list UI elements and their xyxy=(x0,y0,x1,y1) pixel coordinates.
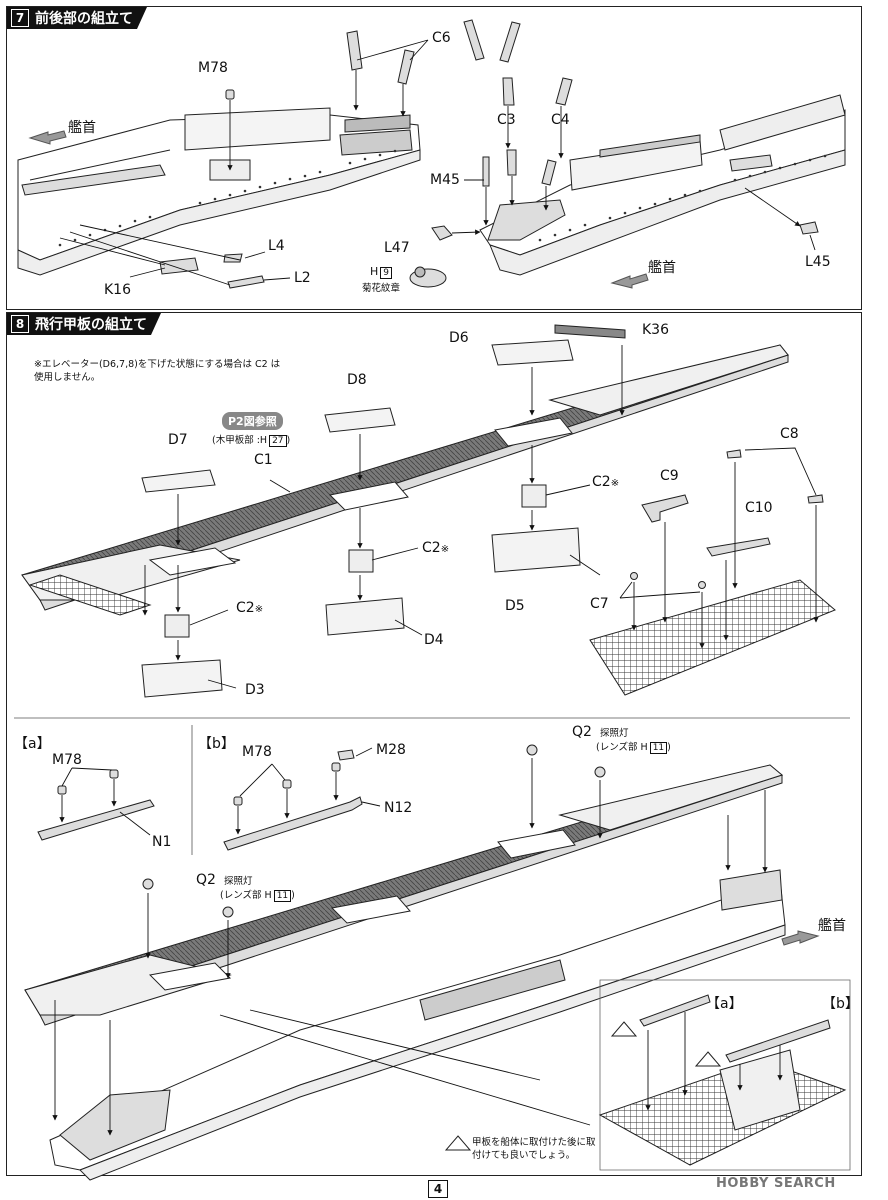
label-bow-left: 艦首 xyxy=(68,120,96,136)
completed-leaders xyxy=(52,758,768,1136)
page-number: 4 xyxy=(428,1180,448,1198)
step7-title: 前後部の組立て xyxy=(35,11,133,27)
aircraft-crane-parts xyxy=(589,449,836,696)
label-c9: C9 xyxy=(660,468,679,484)
label-d7: D7 xyxy=(168,432,188,448)
hull-portholes-aft xyxy=(58,149,397,247)
sub-a-tag: 【a】 xyxy=(14,736,51,752)
label-l45: L45 xyxy=(805,254,831,270)
elevator-parts xyxy=(141,339,581,698)
label-l4: L4 xyxy=(268,238,285,254)
label-c3: C3 xyxy=(497,112,516,128)
searchlight-top: 探照灯 xyxy=(600,728,629,739)
wood-deck-paren: ) xyxy=(286,435,291,446)
inset-a-tag: 【a】 xyxy=(706,996,743,1012)
bow-arrow-right xyxy=(610,273,649,289)
caution-note: 甲板を船体に取付けた後に取付けても良いでしょう。 xyxy=(472,1137,596,1161)
label-c7: C7 xyxy=(590,596,609,612)
sub-b-m78: M78 xyxy=(242,744,272,760)
step7-aft-parts xyxy=(159,30,415,289)
q2-bottom-label: Q2 xyxy=(196,872,216,888)
sub-a-n1: N1 xyxy=(152,834,172,850)
c2-right-star: ※ xyxy=(610,478,620,489)
lens-bottom-paren: ) xyxy=(291,890,295,901)
inset-b-tag: 【b】 xyxy=(822,996,859,1012)
searchlights xyxy=(142,744,606,918)
step7-aft-leaders xyxy=(59,39,429,286)
label-d4: D4 xyxy=(424,632,444,648)
c2-middle-text: C2 xyxy=(422,540,441,556)
hull-portholes-bow xyxy=(538,154,827,242)
label-d3: D3 xyxy=(245,682,265,698)
completed-hull xyxy=(49,869,786,1181)
label-c10: C10 xyxy=(745,500,773,516)
q2-top-label: Q2 xyxy=(572,724,592,740)
label-c4: C4 xyxy=(551,112,570,128)
aft-hull-section xyxy=(17,107,421,276)
step8-number: 8 xyxy=(11,315,29,333)
sub-assembly-b xyxy=(223,749,363,851)
bow-label-bottom: 艦首 xyxy=(818,918,846,934)
lens-top-text: (レンズ部 H xyxy=(596,742,648,753)
label-m45: M45 xyxy=(430,172,460,188)
completed-flight-deck xyxy=(24,764,784,1026)
step8-title: 飛行甲板の組立て xyxy=(35,317,147,333)
bow-hull-section xyxy=(479,94,846,276)
searchlight-bottom: 探照灯 xyxy=(224,876,253,887)
label-c1: C1 xyxy=(254,452,273,468)
bow-arrow-left xyxy=(28,130,67,145)
crane-leaders xyxy=(619,447,819,649)
lens-top-number: 11 xyxy=(649,742,668,754)
sub-b-m28: M28 xyxy=(376,742,406,758)
bow-arrow-bottom xyxy=(781,930,820,946)
step8-leaders xyxy=(142,345,625,689)
label-d8: D8 xyxy=(347,372,367,388)
sub-a-m78: M78 xyxy=(52,752,82,768)
wood-deck-text: (木甲板部 :H xyxy=(212,435,268,446)
elevator-note: ※エレベーター(D6,7,8)を下げた状態にする場合は C2 は使用しません。 xyxy=(34,359,281,383)
label-d6: D6 xyxy=(449,330,469,346)
step8-header: 8 飛行甲板の組立て xyxy=(7,313,161,335)
c2-middle-star: ※ xyxy=(440,544,450,555)
sub-b-n12: N12 xyxy=(384,800,413,816)
lens-top-paren: ) xyxy=(667,742,671,753)
label-c2-left: C2※ xyxy=(236,600,263,618)
step7-number: 7 xyxy=(11,9,29,27)
lens-bottom-text: (レンズ部 H xyxy=(220,890,272,901)
sub-assembly-a xyxy=(37,769,155,841)
label-c2-middle: C2※ xyxy=(422,540,449,558)
label-chrysanthemum: 菊花紋章 xyxy=(362,283,401,294)
flight-deck-upper xyxy=(21,324,789,616)
wood-deck-number: 27 xyxy=(269,435,287,447)
label-h-number: 9 xyxy=(380,267,393,279)
label-k36: K36 xyxy=(642,322,669,338)
label-bow-right: 艦首 xyxy=(648,260,676,276)
label-l2: L2 xyxy=(294,270,311,286)
sub-b-tag: 【b】 xyxy=(198,736,235,752)
lens-bottom-number: 11 xyxy=(273,890,292,902)
label-m78-step7: M78 xyxy=(198,60,228,76)
label-k16: K16 xyxy=(104,282,131,298)
watermark: HOBBY SEARCH xyxy=(716,1176,836,1191)
label-c8: C8 xyxy=(780,426,799,442)
label-h: H xyxy=(370,265,379,278)
c2-right-text: C2 xyxy=(592,474,611,490)
step7-header: 7 前後部の組立て xyxy=(7,7,147,29)
c2-left-star: ※ xyxy=(254,604,264,615)
label-l47: L47 xyxy=(384,240,410,256)
step7-bow-leaders xyxy=(451,106,816,251)
step7-bow-parts xyxy=(409,19,819,288)
c2-left-text: C2 xyxy=(236,600,255,616)
label-d5: D5 xyxy=(505,598,525,614)
p2-reference-badge: P2図参照 xyxy=(222,412,283,430)
label-c2-right: C2※ xyxy=(592,474,619,492)
label-c6: C6 xyxy=(432,30,451,46)
